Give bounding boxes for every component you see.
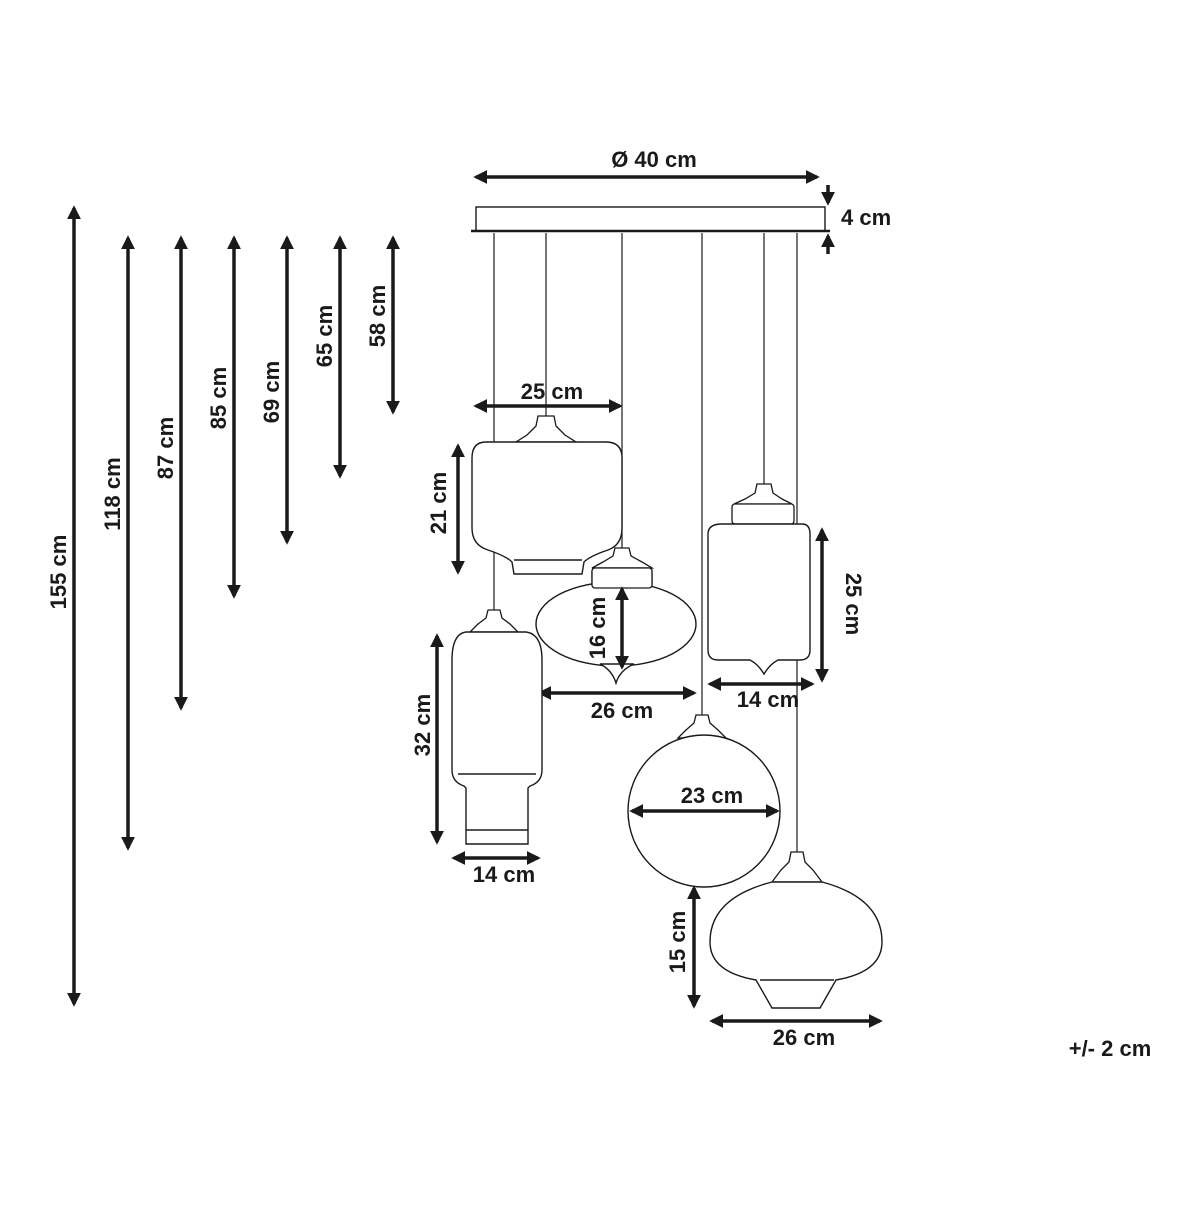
canopy-diameter-label: Ø 40 cm — [611, 147, 697, 172]
canopy-plate — [475, 206, 826, 232]
shade-3: 25 cm 14 cm — [707, 483, 866, 712]
shade-2-height-label: 16 cm — [585, 597, 610, 659]
drop-label-69: 69 cm — [259, 361, 284, 423]
shade-4-glass — [451, 631, 543, 845]
drop-label-155: 155 cm — [46, 535, 71, 610]
shade-5-width-label: 23 cm — [681, 783, 743, 808]
shade-1: 25 cm 21 cm — [426, 379, 623, 575]
shade-3-glass — [707, 523, 811, 676]
drop-dimension-155: 155 cm — [46, 205, 81, 1007]
drop-dimension-58: 58 cm — [365, 235, 400, 415]
drop-dimension-69: 69 cm — [259, 235, 294, 545]
tolerance-note: +/- 2 cm — [1069, 1036, 1152, 1061]
shade-2-cap — [591, 547, 655, 569]
shade-4-width-label: 14 cm — [473, 862, 535, 887]
drop-label-65: 65 cm — [312, 305, 337, 367]
shade-1-width-label: 25 cm — [521, 379, 583, 404]
shade-1-height-label: 21 cm — [426, 472, 451, 534]
shade-2-tip — [599, 663, 635, 686]
shade-1-cap — [513, 415, 579, 443]
drop-label-58: 58 cm — [365, 285, 390, 347]
shade-3-width-label: 14 cm — [737, 687, 799, 712]
drop-dimension-87: 87 cm — [153, 235, 188, 711]
shade-2: 26 cm 16 cm — [535, 547, 697, 723]
shade-6-cap — [770, 851, 824, 883]
shade-2-collar-front — [591, 567, 653, 589]
shade-4-cap — [468, 609, 520, 633]
canopy: Ø 40 cm 4 cm — [471, 147, 891, 254]
shade-2-glass — [535, 581, 697, 667]
drop-label-85: 85 cm — [206, 367, 231, 429]
canopy-height-label: 4 cm — [841, 205, 891, 230]
shade-6-height-label: 15 cm — [665, 911, 690, 973]
shade-3-cap — [733, 483, 793, 505]
shade-4: 32 cm 14 cm — [410, 609, 543, 887]
drop-dimension-65: 65 cm — [312, 235, 347, 479]
drop-label-118: 118 cm — [100, 457, 125, 530]
shade-2-width-label: 26 cm — [591, 698, 653, 723]
shade-1-glass — [471, 441, 623, 575]
shade-6-glass — [709, 881, 883, 1009]
shade-6: 15 cm 26 cm — [665, 851, 883, 1050]
shade-5: 23 cm — [627, 714, 781, 888]
shade-6-width-label: 26 cm — [773, 1025, 835, 1050]
shade-4-height-label: 32 cm — [410, 694, 435, 756]
shade-3-collar — [731, 503, 795, 525]
shade-3-height-label: 25 cm — [841, 573, 866, 635]
drop-dimension-85: 85 cm — [206, 235, 241, 599]
drop-label-87: 87 cm — [153, 417, 178, 479]
drop-dimension-118: 118 cm — [100, 235, 135, 851]
